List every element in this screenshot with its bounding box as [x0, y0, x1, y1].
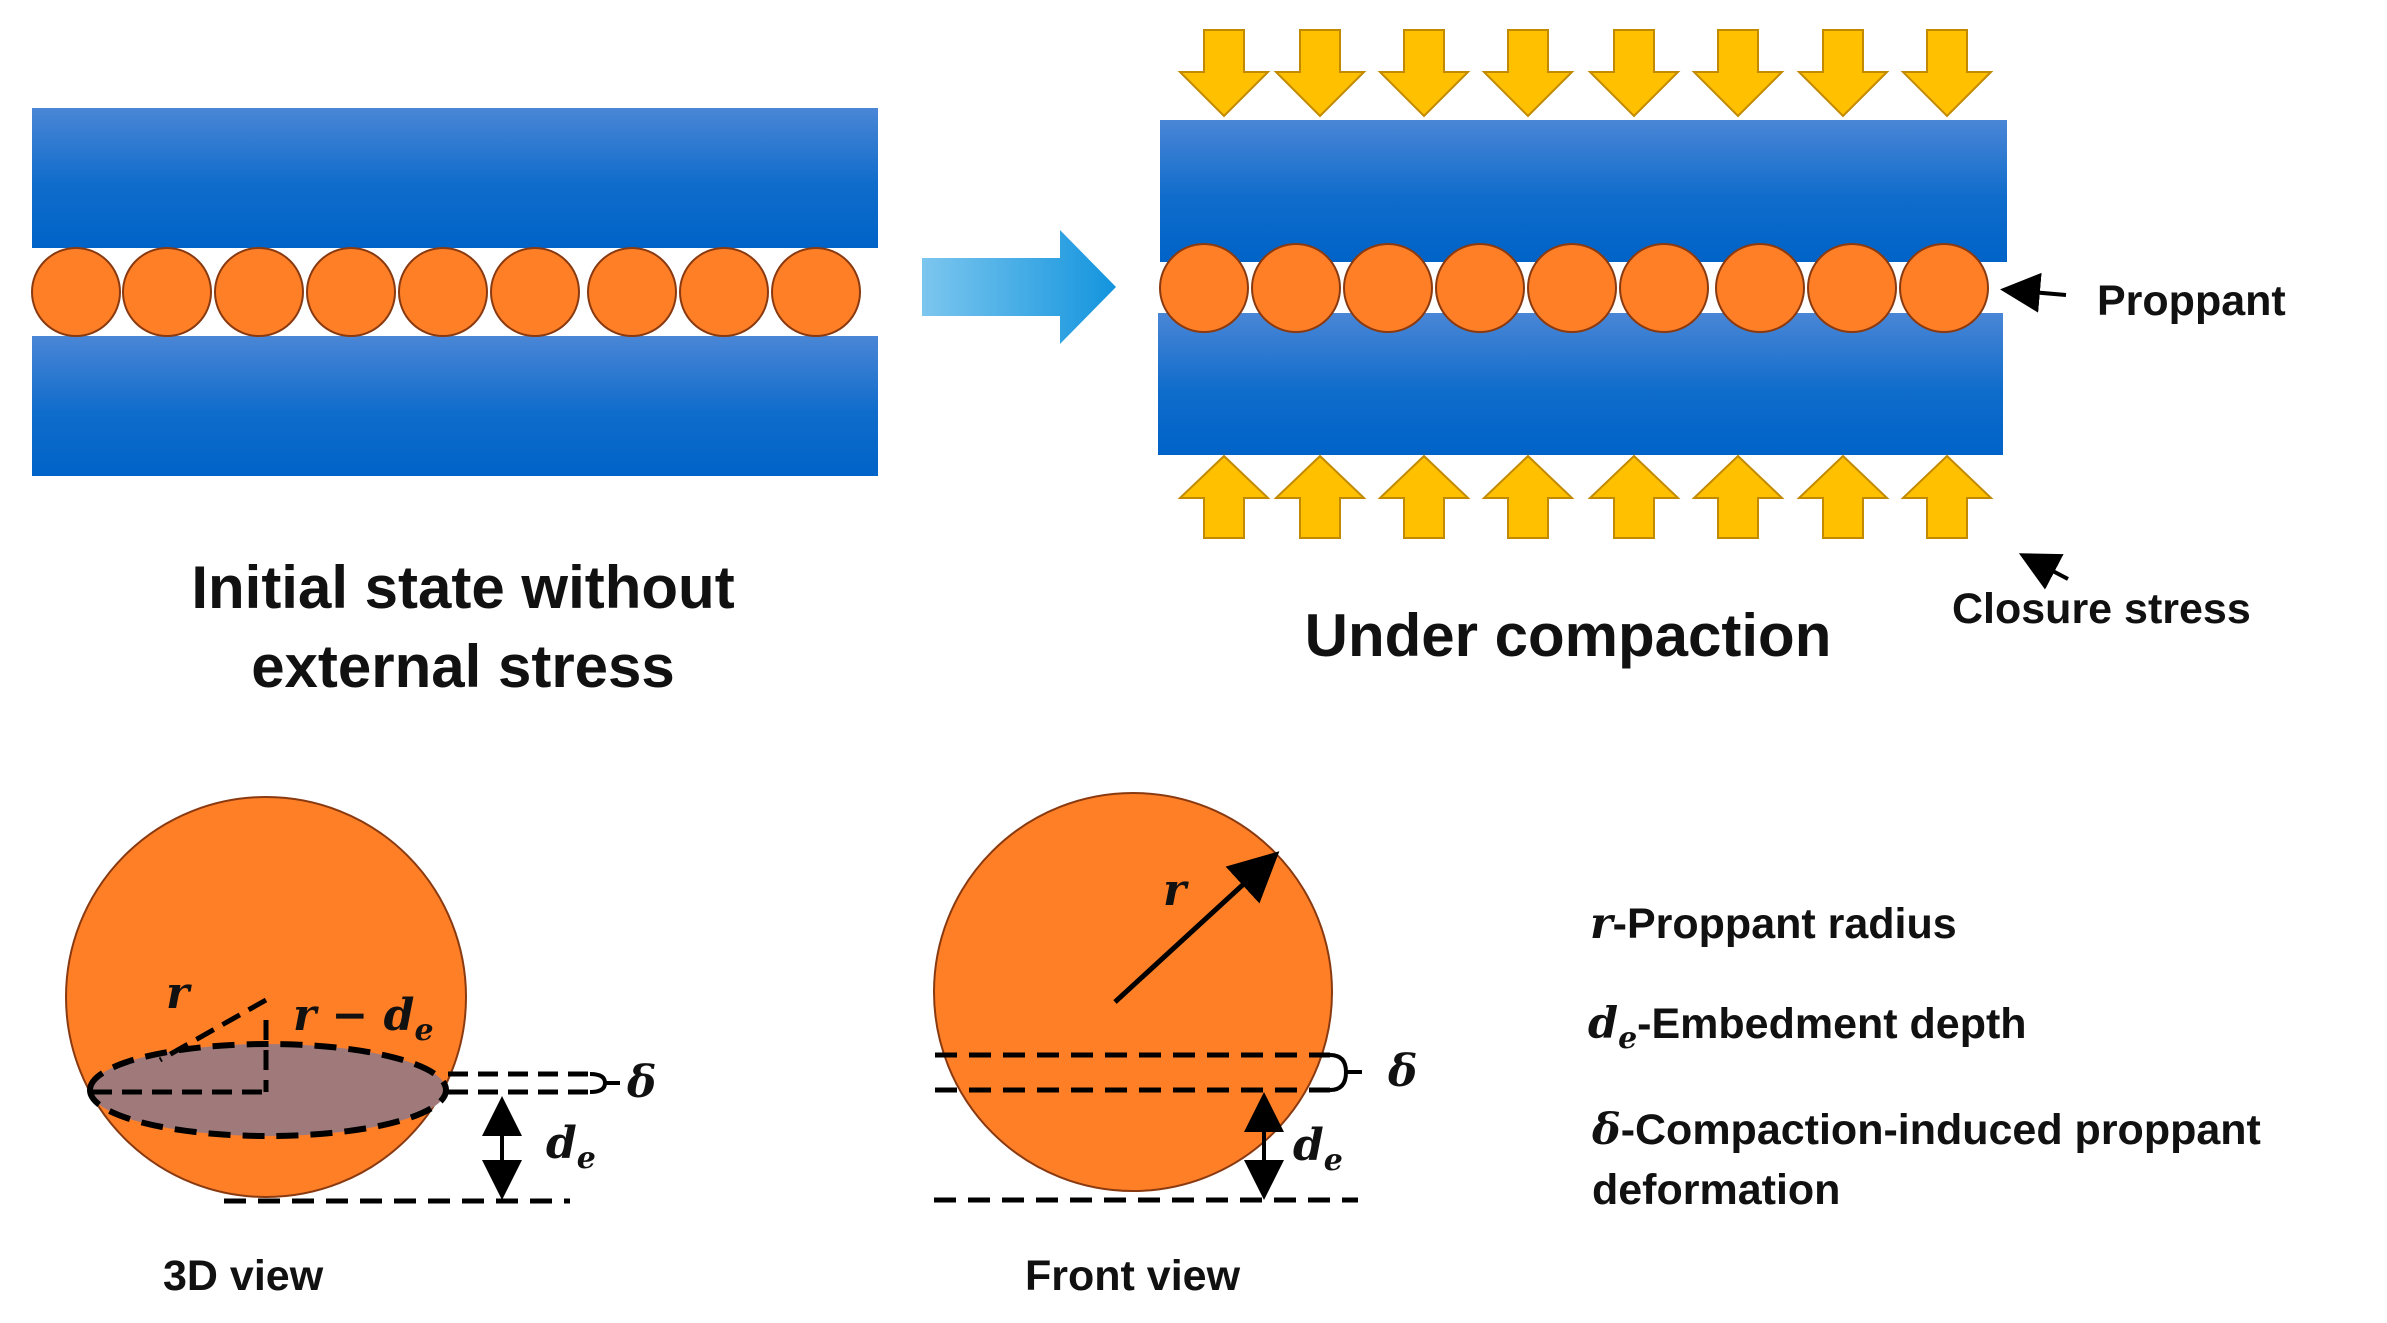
compaction-panel — [1158, 29, 2007, 539]
proppant-particle — [306, 247, 396, 337]
r-symbol-front: r — [1163, 865, 1189, 916]
de-symbol-front: de — [1293, 1120, 1343, 1178]
down-stress-arrow — [1900, 29, 1994, 118]
proppant-particle — [122, 247, 212, 337]
initial-state-title-line1: Initial state without — [191, 554, 734, 621]
down-stress-arrow — [1691, 29, 1785, 118]
radius-arrow-front — [1113, 851, 1280, 1004]
upper-fracture-face — [32, 108, 878, 248]
proppant-particle — [490, 247, 580, 337]
up-stress-arrow — [1587, 454, 1681, 539]
proppant-particle — [214, 247, 304, 337]
up-stress-arrow — [1796, 454, 1890, 539]
proppant-row-initial — [31, 247, 861, 337]
proppant-particle — [1899, 243, 1989, 333]
up-stress-arrow — [1177, 454, 1271, 539]
proppant-particle — [1251, 243, 1341, 333]
delta-symbol-3d: δ — [626, 1057, 656, 1108]
proppant-particle — [398, 247, 488, 337]
proppant-particle — [1807, 243, 1897, 333]
proppant-particle — [1715, 243, 1805, 333]
proppant-particle — [1159, 243, 1249, 333]
proppant-particle — [587, 247, 677, 337]
legend-radius-symbol: r — [1590, 899, 1616, 949]
delta-bracket-front — [1329, 1053, 1362, 1092]
r-minus-d-subscript: e — [414, 1013, 433, 1048]
delta-symbol-front: δ — [1387, 1046, 1417, 1097]
transition-arrow — [922, 230, 1116, 344]
legend-deformation-symbol: δ — [1591, 1105, 1621, 1155]
closure-stress-arrows-bottom — [1177, 454, 1994, 539]
down-stress-arrow — [1177, 29, 1271, 118]
lower-fracture-face-compacted — [1158, 313, 2003, 455]
proppant-particle — [771, 247, 861, 337]
de-sub-front: e — [1324, 1143, 1343, 1178]
closure-stress-label: Closure stress — [1952, 585, 2251, 633]
up-stress-arrow — [1900, 454, 1994, 539]
r-minus-de-symbol: r − de — [293, 990, 434, 1048]
upper-fracture-face-compacted — [1160, 120, 2007, 262]
initial-state-panel — [31, 108, 878, 476]
down-stress-arrow — [1273, 29, 1367, 118]
legend-embedment: de-Embedment depth — [1588, 999, 2027, 1056]
proppant-label: Proppant — [2097, 277, 2286, 325]
view-3d-caption: 3D view — [163, 1252, 324, 1300]
proppant-particle — [31, 247, 121, 337]
up-stress-arrow — [1691, 454, 1785, 539]
legend-radius-text: -Proppant radius — [1613, 900, 1957, 948]
proppant-particle — [1619, 243, 1709, 333]
down-stress-arrow — [1796, 29, 1890, 118]
closure-stress-pointer-arrow — [2018, 553, 2069, 590]
de-d-3d: d — [546, 1118, 577, 1169]
initial-state-title-line2: external stress — [251, 633, 675, 700]
front-view-caption: Front view — [1025, 1252, 1241, 1300]
legend-embedment-subscript: e — [1618, 1021, 1637, 1056]
r-symbol-3d: r — [166, 968, 192, 1019]
legend-embedment-text: -Embedment depth — [1637, 1000, 2026, 1048]
down-stress-arrow — [1481, 29, 1575, 118]
legend-embedment-symbol: d — [1588, 999, 1618, 1049]
proppant-row-compacted — [1159, 243, 1989, 333]
up-stress-arrow — [1481, 454, 1575, 539]
up-stress-arrow — [1273, 454, 1367, 539]
legend-deformation-line1: δ-Compaction-induced proppant — [1591, 1105, 2261, 1155]
down-stress-arrow — [1377, 29, 1471, 118]
up-stress-arrow — [1377, 454, 1471, 539]
view-3d: r r − de δ de 3D view — [65, 796, 656, 1300]
r-minus-d-text: r − d — [293, 990, 414, 1041]
proppant-sphere-front — [933, 792, 1333, 1192]
view-front: r δ de Front view — [933, 792, 1417, 1300]
symbol-legend: r-Proppant radius de-Embedment depth δ-C… — [1588, 899, 2261, 1214]
radius-line-3d — [158, 997, 268, 1063]
proppant-particle — [1435, 243, 1525, 333]
de-symbol-3d: de — [546, 1118, 596, 1176]
legend-radius: r-Proppant radius — [1590, 899, 1957, 949]
closure-stress-arrows-top — [1177, 29, 1994, 118]
proppant-pointer-arrow — [2000, 272, 2067, 313]
proppant-particle — [1527, 243, 1617, 333]
down-stress-arrow — [1587, 29, 1681, 118]
de-sub-3d: e — [577, 1141, 596, 1176]
proppant-particle — [1343, 243, 1433, 333]
compaction-title: Under compaction — [1305, 602, 1832, 669]
de-d-front: d — [1293, 1120, 1324, 1171]
legend-deformation-line2: deformation — [1592, 1166, 1840, 1214]
legend-deformation-text: -Compaction-induced proppant — [1621, 1106, 2261, 1154]
proppant-particle — [679, 247, 769, 337]
delta-bracket-3d — [589, 1072, 620, 1094]
lower-fracture-face — [32, 336, 878, 476]
